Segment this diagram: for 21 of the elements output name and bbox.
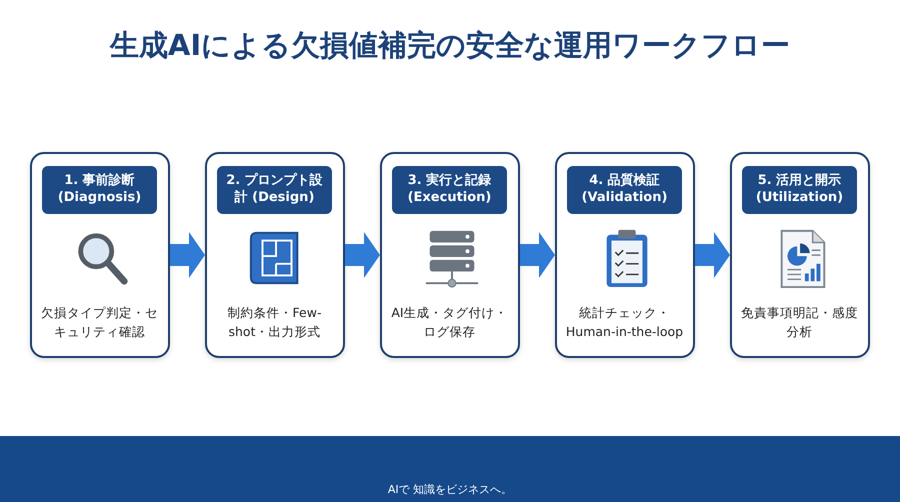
step-heading: 4. 品質検証 (Validation) (567, 166, 682, 214)
step-card (730, 152, 870, 358)
step-description: 制約条件・Few-shot・出力形式 (226, 304, 322, 341)
step-description: 免責事項明記・感度分析 (740, 304, 859, 341)
step-card (380, 152, 520, 358)
step-description: 欠損タイプ判定・セキュリティ確認 (40, 304, 159, 341)
step-heading: 5. 活用と開示 (Utilization) (742, 166, 857, 214)
title: 生成AIによる欠損値補完の安全な運用ワークフロー (108, 27, 792, 64)
step-card (205, 152, 345, 358)
arrow (170, 232, 205, 278)
arrow (695, 232, 730, 278)
step-card (555, 152, 695, 358)
step-heading: 1. 事前診断 (Diagnosis) (42, 166, 157, 214)
step-heading: 2. プロンプト設計 (Design) (217, 166, 332, 214)
step-description: 統計チェック・Human-in-the-loop (564, 304, 684, 341)
arrow (345, 232, 380, 278)
step-card (30, 152, 170, 358)
tagline: AIで 知識をビジネスへ。 (386, 482, 514, 497)
step-heading: 3. 実行と記録 (Execution) (392, 166, 507, 214)
step-description: AI生成・タグ付け・ログ保存 (390, 304, 509, 341)
arrow (520, 232, 555, 278)
